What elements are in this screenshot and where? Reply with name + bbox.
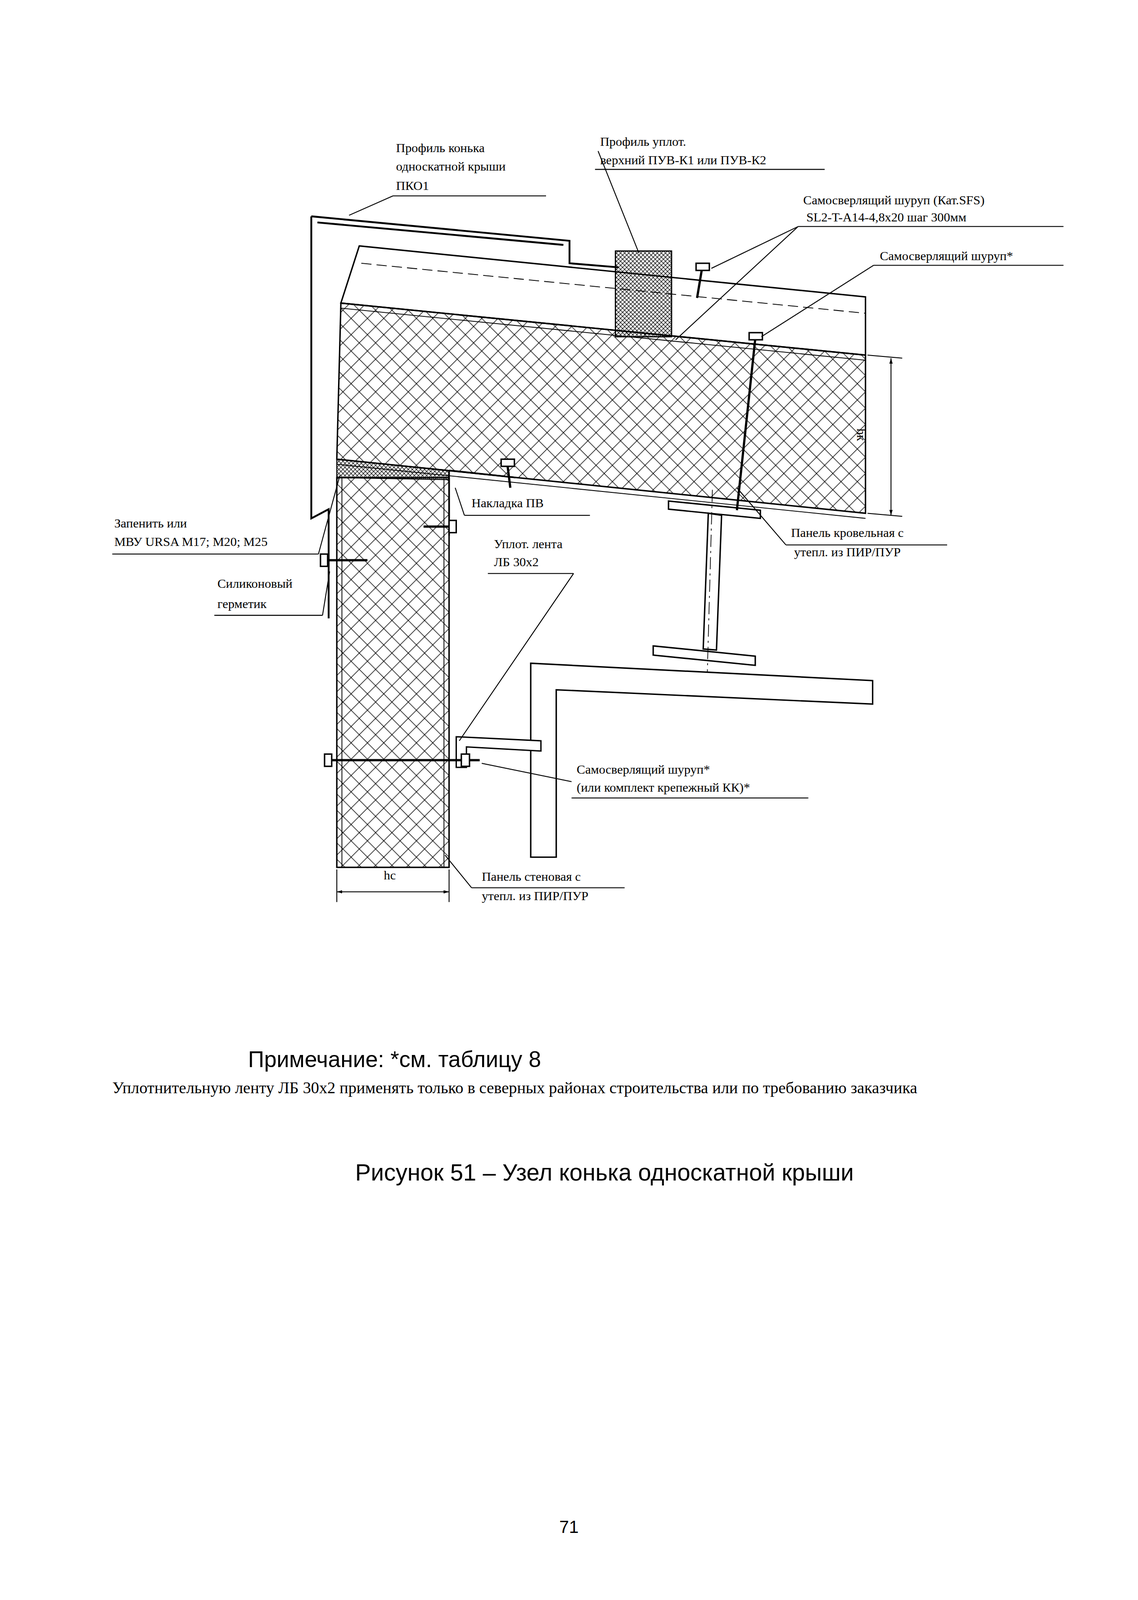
drawing-line (336, 477, 449, 868)
drawing-line (449, 470, 516, 478)
drawing-line (336, 891, 449, 893)
drawing-line (336, 459, 449, 480)
callout-text: Самосверлящий шуруп* (576, 762, 710, 778)
roof-panel (336, 245, 866, 519)
callout-text: SL2-T-A14-4,8х20 шаг 300мм (806, 210, 967, 226)
drawing-line (445, 855, 625, 889)
steel-beam (653, 489, 761, 674)
drawing-line (449, 520, 457, 533)
figure-caption: Рисунок 51 – Узел конька односкатной кры… (355, 1159, 854, 1187)
drawing-line (336, 867, 449, 868)
callout-text: Профиль уплот. (600, 134, 687, 150)
page-number: 71 (559, 1517, 579, 1538)
callout-text: Самосверлящий шуруп* (879, 248, 1013, 264)
drawing-line (342, 477, 445, 868)
ridge-flashing (311, 216, 619, 619)
callout-text: утепл. из ПИР/ПУР (481, 889, 589, 904)
drawing-line (328, 759, 480, 762)
drawing-line (455, 487, 590, 516)
callout-text: Запенить или (114, 516, 187, 532)
callout-text: ЛБ 30х2 (493, 555, 539, 570)
drawing-line (311, 216, 619, 268)
drawing-line (703, 513, 722, 651)
foam-fill (336, 459, 449, 480)
drawing-line (340, 308, 866, 361)
drawing-line (324, 559, 368, 562)
drawing-line (890, 358, 892, 516)
drawing-line (707, 489, 713, 674)
drawing-line (311, 216, 330, 619)
wall-bracket (456, 736, 541, 768)
callout-text: Панель стеновая с (481, 869, 581, 885)
drawing-line (736, 338, 756, 511)
callout-text: утепл. из ПИР/ПУР (794, 545, 901, 560)
callout-text: Панель кровельная с (790, 525, 904, 541)
drawing-line (595, 151, 825, 254)
steel-angle (530, 663, 873, 858)
upper-seal (615, 251, 672, 337)
note-text: Примечание: *см. таблицу 8 (248, 1047, 542, 1073)
drawing-line (459, 573, 574, 741)
drawing-line (530, 663, 873, 858)
drawing-line (736, 487, 948, 546)
drawing-line (695, 263, 709, 271)
callout-text: верхний ПУВ-К1 или ПУВ-К2 (600, 153, 767, 168)
drawing-line (461, 754, 470, 767)
drawing-line (324, 754, 332, 767)
drawing-line (112, 475, 340, 555)
drawing-line (653, 645, 756, 666)
callout-text: Уплот. лента (493, 537, 563, 552)
drawing-line (615, 251, 672, 337)
screws (320, 263, 763, 767)
drawing-line (348, 195, 547, 216)
drawing-line (214, 571, 330, 616)
callout-text: ПКО1 (396, 178, 430, 194)
drawing-line (749, 332, 763, 340)
drawing-line (697, 267, 703, 299)
callout-text: МВУ URSA M17; M20; M25 (114, 534, 268, 550)
drawing-line (675, 226, 1064, 340)
dimension-label: hс (383, 868, 396, 884)
drawing-line (320, 554, 328, 567)
callout-text: Самосверлящий шуруп (Кат.SFS) (803, 193, 985, 208)
leader-lines (112, 151, 1064, 889)
dimension-label: hк (853, 428, 869, 442)
callout-text: герметик (217, 596, 267, 612)
drawing-line (761, 265, 1064, 337)
note-text: Уплотнительную ленту ЛБ 30х2 применять т… (112, 1077, 1031, 1099)
drawing-line (361, 263, 866, 314)
wall-panel (336, 477, 449, 868)
callout-text: Накладка ПВ (471, 496, 544, 511)
drawing-line (456, 736, 541, 768)
drawing-line (867, 355, 903, 517)
callout-text: односкатной крыши (396, 159, 506, 175)
dimensions (336, 355, 903, 903)
callout-text: (или комплект крепежный КК)* (576, 780, 750, 796)
callout-text: Силиконовый (217, 576, 293, 592)
drawing-line (501, 459, 515, 467)
drawing-line (317, 222, 564, 245)
callout-text: Профиль конька (396, 140, 485, 156)
